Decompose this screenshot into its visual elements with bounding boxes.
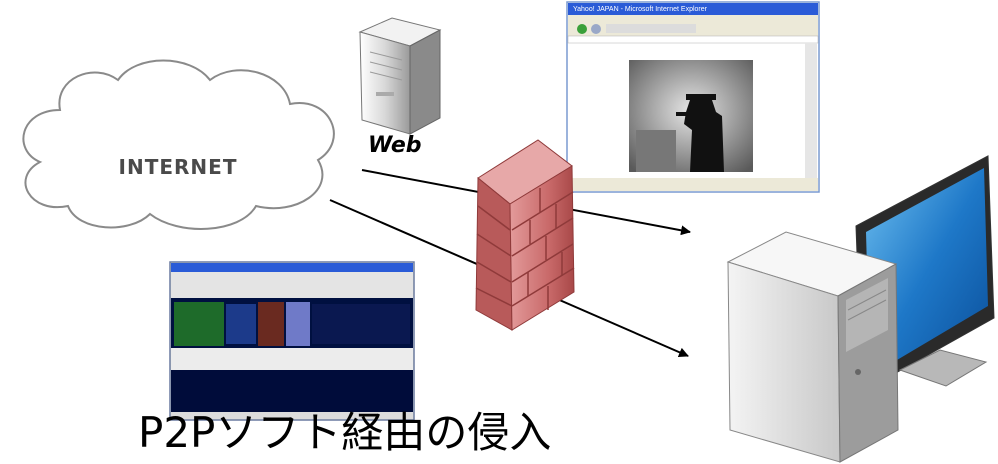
web-server-icon xyxy=(358,17,442,135)
firewall-icon xyxy=(475,139,575,331)
web-label: Web xyxy=(368,133,422,158)
desktop-pc-icon xyxy=(726,155,995,463)
p2p-app-window xyxy=(169,261,415,421)
browser-window xyxy=(566,1,820,193)
internet-label: INTERNET xyxy=(119,155,238,179)
browser-title: Yahoo! JAPAN - Microsoft Internet Explor… xyxy=(573,6,707,13)
internet-cloud xyxy=(22,59,335,230)
caption-text: P2Pソフト経由の侵入 xyxy=(138,408,552,457)
